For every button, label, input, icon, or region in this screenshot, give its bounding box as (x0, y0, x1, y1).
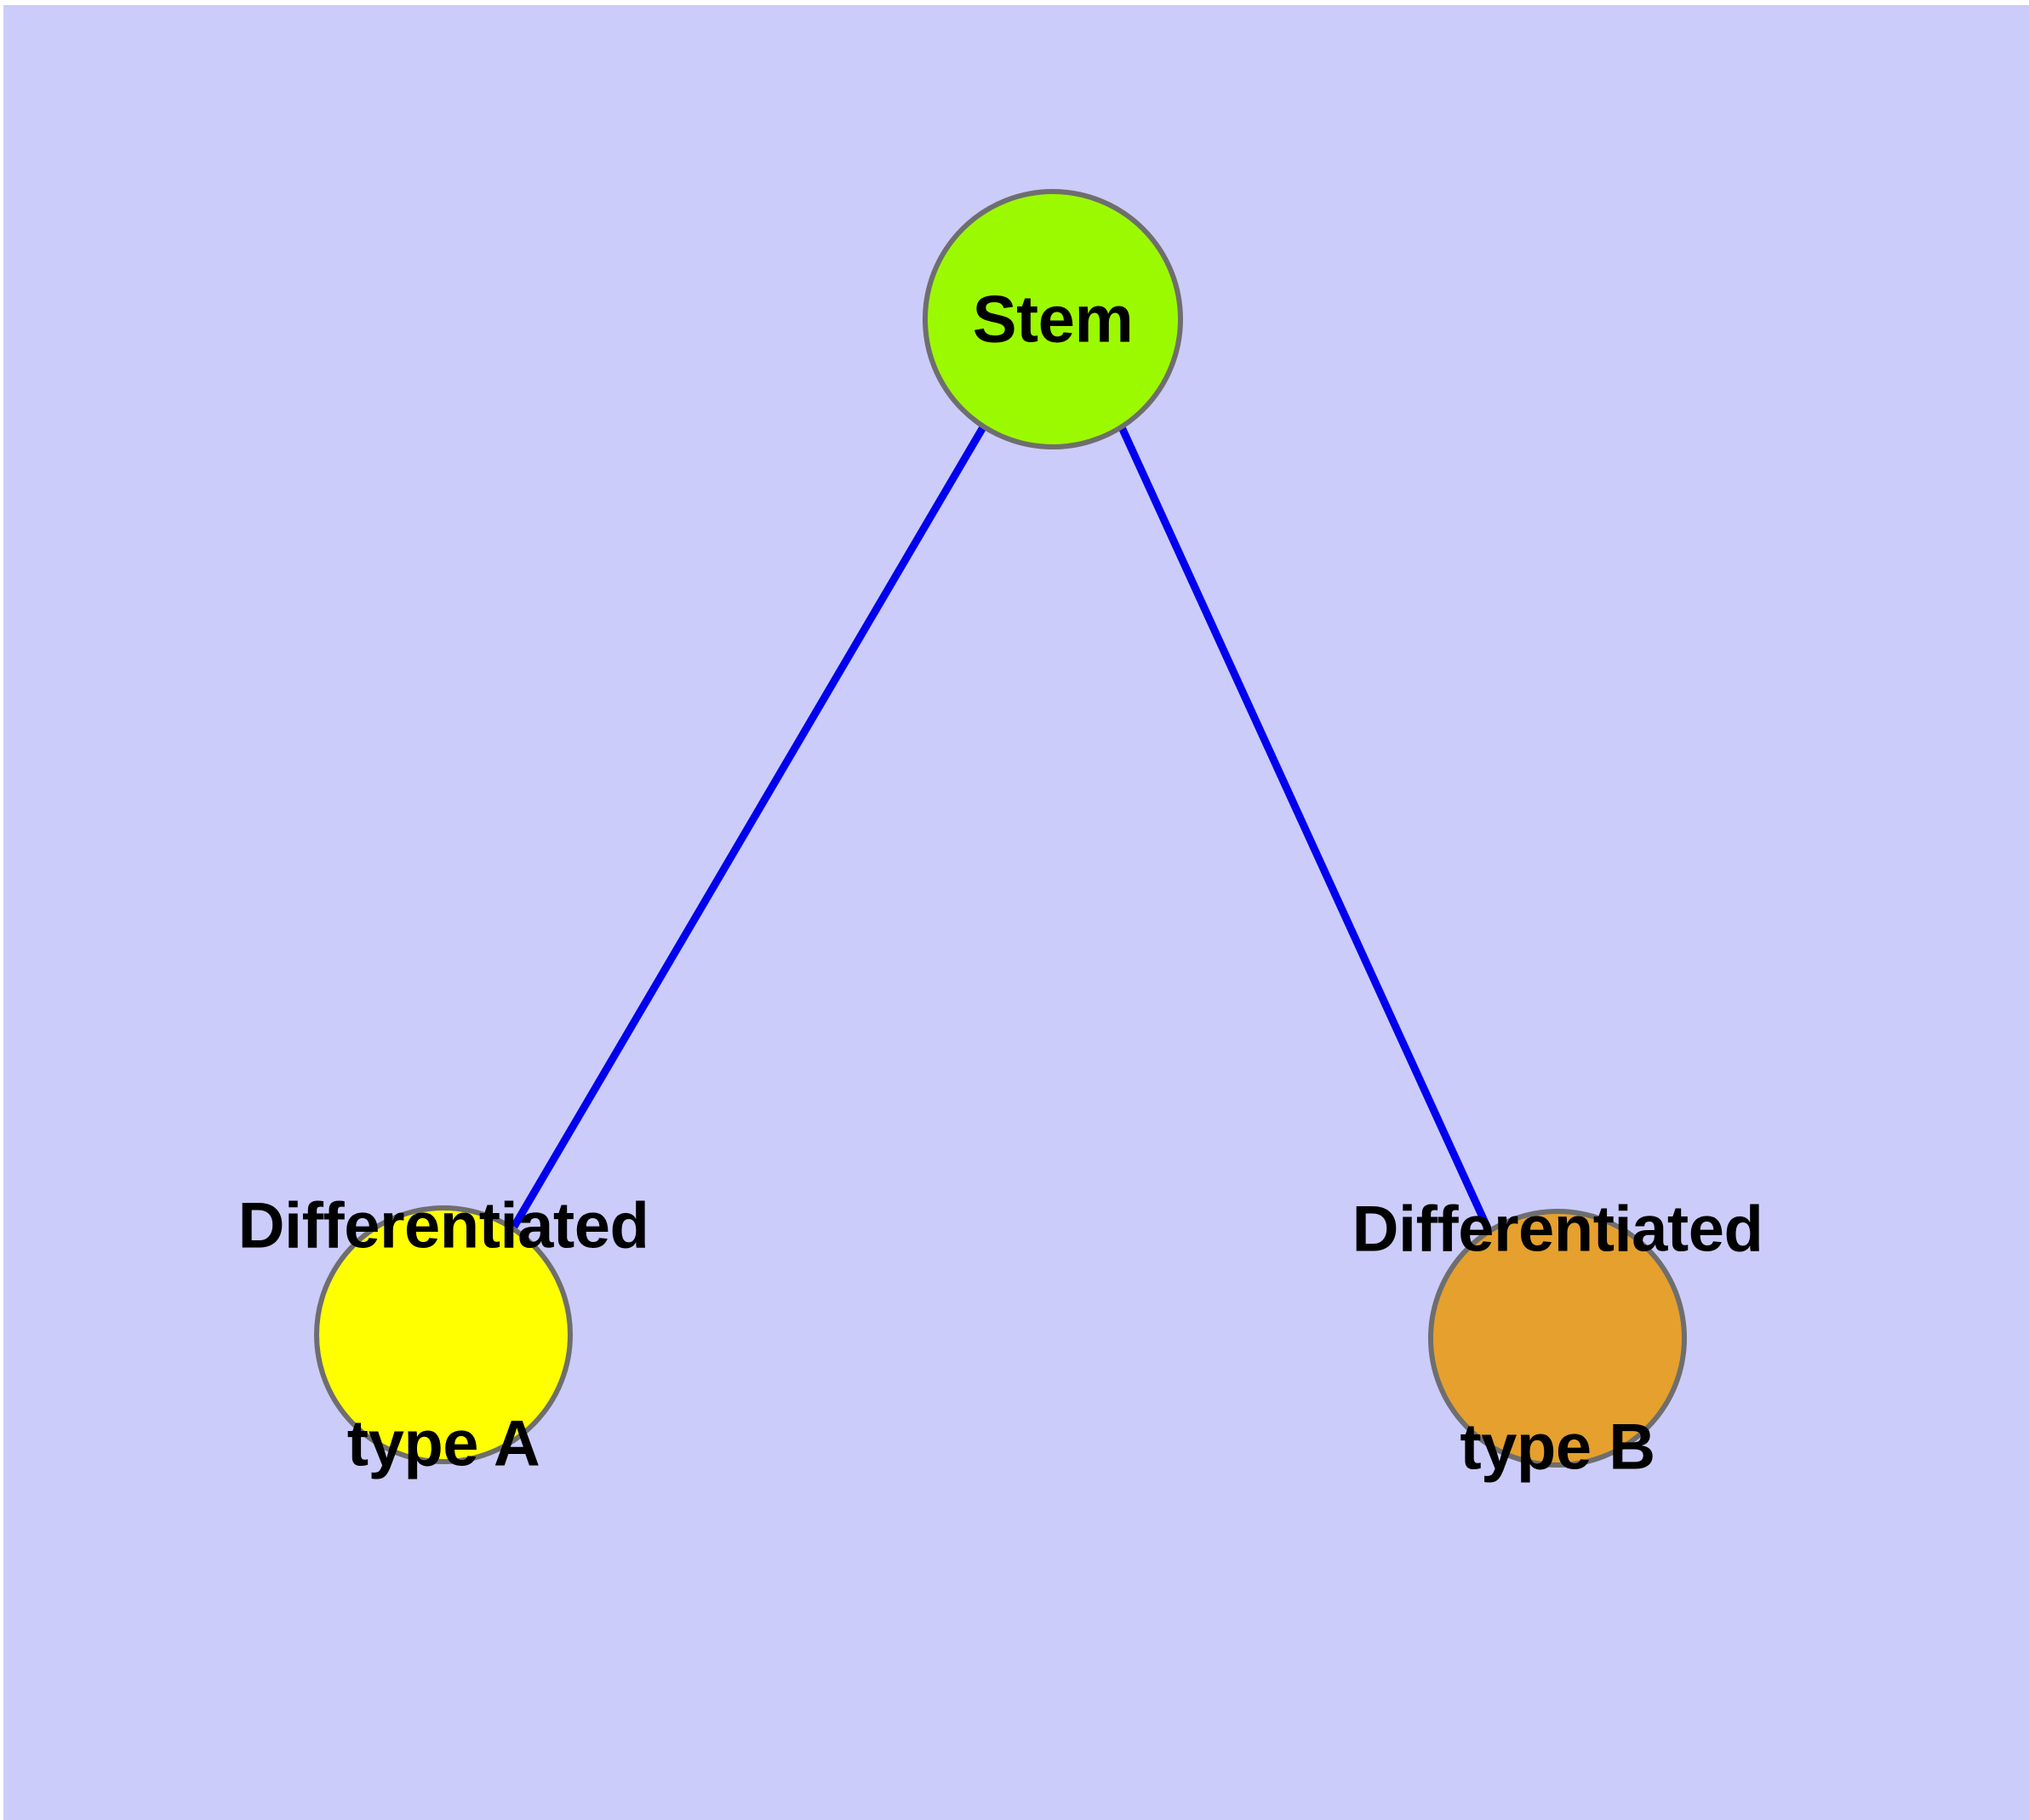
node-differentiated-type-a[interactable] (314, 1205, 573, 1464)
edges-layer (511, 425, 1492, 1230)
node-differentiated-type-b[interactable] (1428, 1209, 1687, 1468)
edge-stem-to-differentiated-b (1117, 426, 1492, 1230)
nodes-layer (314, 189, 1687, 1468)
node-stem[interactable] (923, 189, 1183, 449)
edge-stem-to-differentiated-a (511, 425, 986, 1229)
